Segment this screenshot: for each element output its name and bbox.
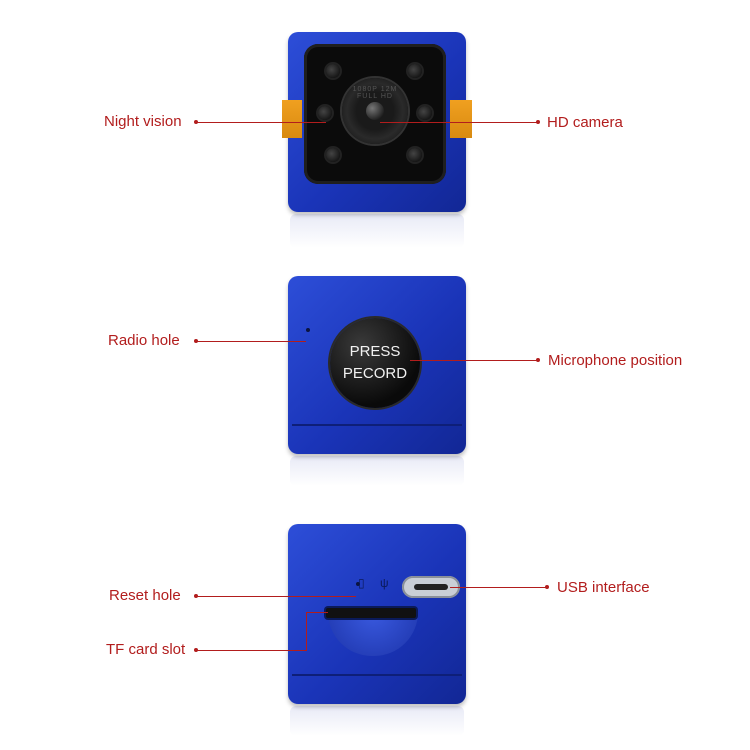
- button-text-line2: PECORD: [342, 365, 408, 382]
- label-radio-hole: Radio hole: [108, 332, 180, 349]
- label-microphone-position: Microphone position: [548, 352, 683, 369]
- leader-line: [380, 122, 538, 123]
- label-hd-camera: HD camera: [547, 114, 623, 131]
- leader-line: [196, 596, 356, 597]
- leader-line: [196, 341, 306, 342]
- reflection: [290, 706, 464, 736]
- usb-port[interactable]: [402, 576, 460, 598]
- callout-dot: [536, 358, 540, 362]
- ir-led-icon: [326, 148, 340, 162]
- ir-led-icon: [318, 106, 332, 120]
- leader-line: [196, 650, 306, 651]
- orange-band-right: [450, 100, 472, 138]
- ir-led-icon: [408, 148, 422, 162]
- tf-card-slot[interactable]: [326, 608, 416, 618]
- leader-line: [306, 612, 328, 613]
- bottom-ridge: [292, 674, 462, 676]
- leader-line: [450, 587, 547, 588]
- usb-symbol-icon: ψ: [380, 576, 389, 590]
- lens-bezel: 1080P 12M FULL HD: [304, 44, 446, 184]
- label-usb-interface: USB interface: [557, 579, 650, 596]
- leader-line: [196, 122, 326, 123]
- radio-hole-icon: [306, 328, 310, 332]
- button-text-line1: PRESS: [349, 343, 401, 360]
- ir-led-icon: [418, 106, 432, 120]
- bottom-ridge: [292, 424, 462, 426]
- callout-dot: [536, 120, 540, 124]
- ir-led-icon: [326, 64, 340, 78]
- lens-text: 1080P 12M FULL HD: [352, 86, 398, 100]
- bottom-dome: [328, 612, 418, 656]
- camera-side-view: ▯ ψ: [288, 524, 466, 704]
- camera-lens-icon: [366, 102, 384, 120]
- usb-port-inner: [414, 584, 448, 590]
- sd-card-icon: ▯: [358, 576, 365, 590]
- label-reset-hole: Reset hole: [109, 587, 181, 604]
- reflection: [290, 456, 464, 486]
- reflection: [290, 214, 464, 248]
- leader-line-vertical: [306, 612, 307, 651]
- lens-ring: 1080P 12M FULL HD: [342, 78, 408, 144]
- ir-led-icon: [408, 64, 422, 78]
- label-night-vision: Night vision: [104, 113, 182, 130]
- reset-hole-icon[interactable]: [356, 582, 360, 586]
- callout-dot: [545, 585, 549, 589]
- leader-line: [410, 360, 538, 361]
- label-tf-card-slot: TF card slot: [106, 641, 186, 658]
- camera-top-view: PRESS PECORD: [288, 276, 466, 454]
- record-button[interactable]: PRESS PECORD: [330, 318, 420, 408]
- orange-band-left: [282, 100, 302, 138]
